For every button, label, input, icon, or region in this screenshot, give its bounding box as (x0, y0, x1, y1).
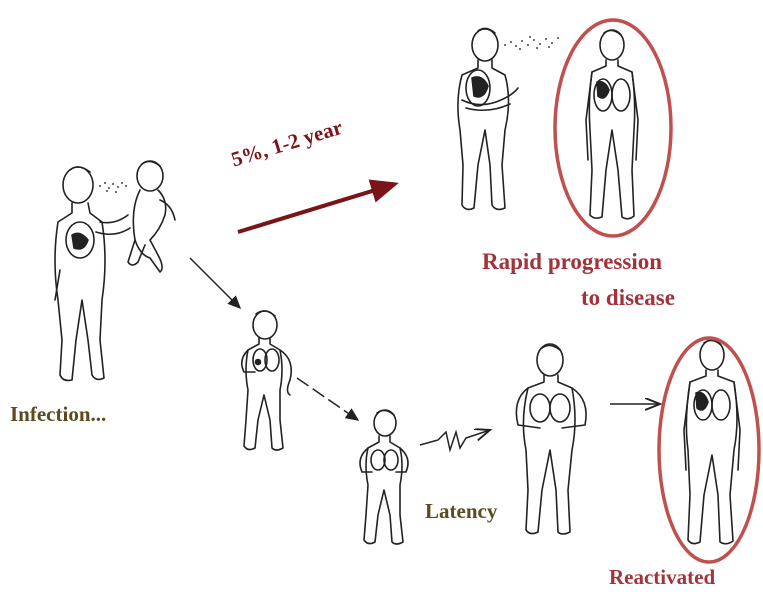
rapid-progression-label-line1: Rapid progression (482, 249, 662, 275)
infection-label: Infection... (10, 402, 106, 427)
reactivated-highlight-ellipse (659, 338, 759, 562)
cough-spray-2 (504, 36, 559, 50)
infection-to-child-arrow (190, 258, 240, 308)
rapid-progression-label-line2: to disease (581, 285, 675, 311)
cough-spray-1 (99, 182, 127, 193)
child-to-child-arrow (297, 378, 358, 420)
diseased-adult-figure (586, 30, 638, 219)
held-child-figure (128, 161, 175, 272)
reactivated-label: Reactivated (609, 565, 715, 590)
latent-adult-figure (516, 344, 586, 534)
reactivated-adult-figure (684, 340, 740, 544)
latency-label: Latency (425, 499, 497, 524)
coughing-adult-figure (458, 28, 518, 209)
rapid-progression-arrow (238, 184, 395, 232)
latent-child-figure (360, 410, 408, 544)
latency-zigzag-arrow (420, 430, 490, 450)
infecting-adult-figure (55, 167, 130, 381)
rapid-disease-highlight-ellipse (555, 20, 671, 236)
infected-child-figure (242, 311, 292, 450)
